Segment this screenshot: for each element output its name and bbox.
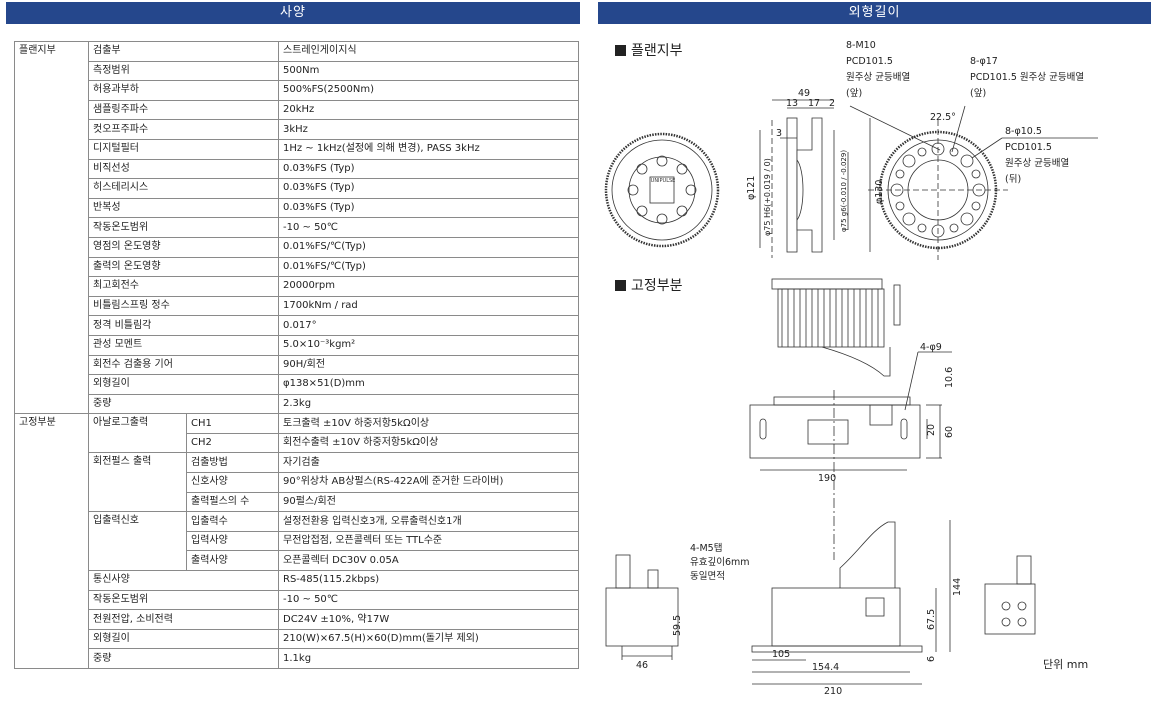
table-row: 작동온도범위-10 ~ 50℃	[15, 217, 579, 238]
label-m10-pcd: PCD101.5	[846, 56, 893, 67]
fixed-drawing-title-text: 고정부분	[631, 278, 683, 294]
spec-header: 사양	[6, 2, 580, 24]
label-m5-2: 유효깊이6mm	[690, 556, 750, 568]
dim-75g6: φ75 g6(-0.010 / -0.029)	[840, 150, 848, 232]
label-m10-desc: 원주상 균등배열	[846, 72, 910, 83]
square-bullet-icon	[615, 280, 626, 291]
dim-75h6: φ75 H6(+0.019 / 0)	[763, 158, 772, 236]
unit-label: 단위 mm	[1043, 658, 1089, 671]
dim-59-5: 59.5	[672, 615, 683, 636]
label-m10-side: (앞)	[846, 87, 862, 99]
square-bullet-icon	[615, 45, 626, 56]
dim-154-4: 154.4	[812, 662, 839, 673]
flange-front-outer	[604, 132, 720, 248]
dim-49: 49	[798, 88, 810, 99]
dim-210: 210	[824, 686, 842, 697]
label-m5-1: 4-M5탭	[690, 542, 722, 554]
label-angle: 22.5°	[930, 112, 956, 123]
label-d17: 8-φ17	[970, 56, 998, 67]
label-d10-side: (뒤)	[1005, 173, 1021, 185]
fixed-drawing-title: 고정부분	[615, 275, 683, 295]
flange-drawing-title-text: 플랜지부	[631, 43, 683, 59]
label-d9: 4-φ9	[920, 342, 942, 353]
dim-67-5: 67.5	[926, 609, 937, 630]
label-m10: 8-M10	[846, 40, 876, 51]
dim-130: φ130	[874, 180, 885, 204]
label-d17-side: (앞)	[970, 87, 986, 99]
dim-20: 20	[926, 424, 937, 436]
dim-13: 13	[786, 98, 798, 109]
logo-text: UNIPULSE	[651, 178, 676, 184]
spec-group-label: 입출력신호	[88, 511, 187, 572]
table-row: 작동온도범위-10 ~ 50℃	[15, 589, 579, 611]
label-d17-desc: PCD101.5 원주상 균등배열	[970, 72, 1084, 83]
dim-2: 2	[829, 98, 835, 109]
spec-value: 1.1kg	[278, 648, 579, 669]
spec-group-label: 아날로그출력	[88, 413, 187, 454]
label-d10-desc: 원주상 균등배열	[1005, 158, 1069, 169]
dim-60: 60	[944, 426, 955, 438]
dim-3: 3	[776, 128, 782, 139]
dim-17: 17	[808, 98, 820, 109]
dim-10-6: 10.6	[944, 367, 955, 388]
label-d10-pcd: PCD101.5	[1005, 142, 1052, 153]
dimensions-header: 외형길이	[598, 2, 1151, 24]
section-cell: 플랜지부	[14, 40, 89, 415]
dim-144: 144	[952, 578, 963, 596]
spec-label: 중량	[88, 648, 279, 669]
label-d10: 8-φ10.5	[1005, 126, 1042, 137]
flange-drawing-title: 플랜지부	[615, 40, 683, 60]
dim-190: 190	[818, 473, 836, 484]
label-m5-3: 동일면적	[690, 570, 725, 582]
dim-121: φ121	[746, 176, 757, 200]
dim-6: 6	[926, 656, 937, 662]
dim-46: 46	[636, 660, 648, 671]
dim-105: 105	[772, 649, 790, 660]
